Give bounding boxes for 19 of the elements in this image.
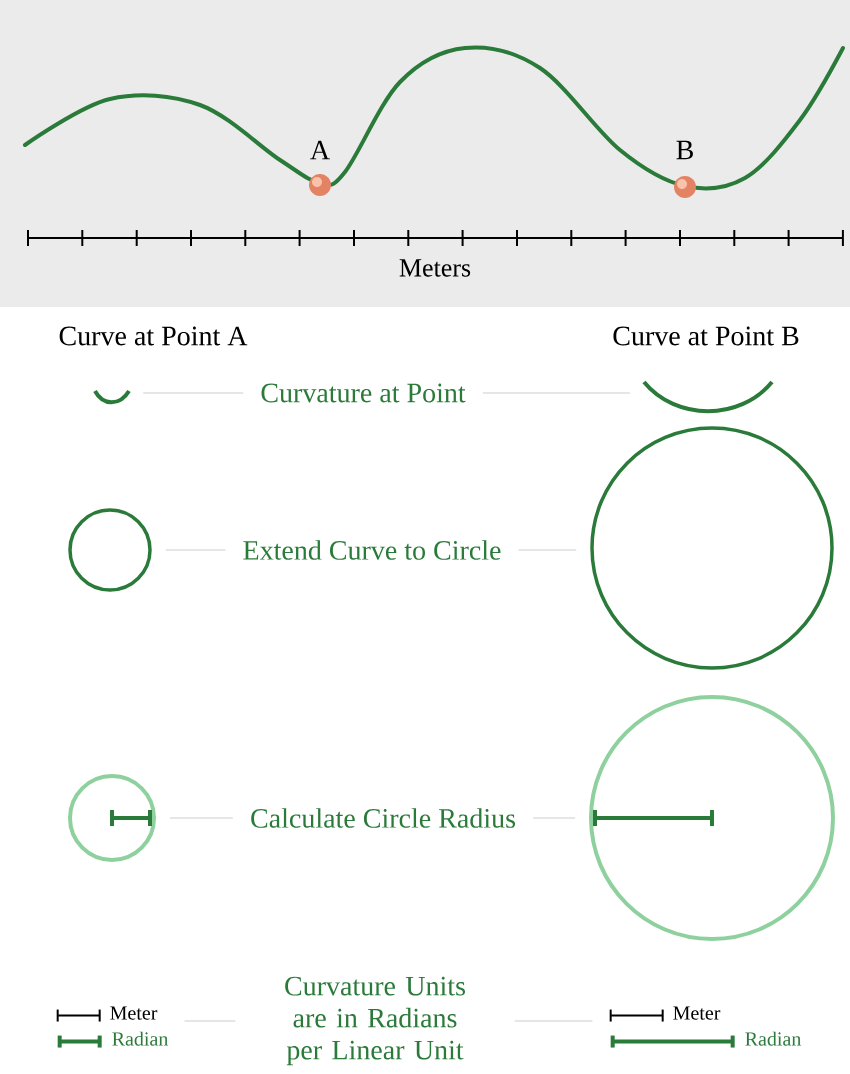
unit-label: Meter [673, 1006, 721, 1020]
unit-label: Meter [110, 1006, 158, 1020]
unit-label: Radian [745, 1031, 802, 1046]
point-label: B [676, 140, 693, 160]
step-label: Extend Curve to Circle [243, 540, 501, 560]
step-label: Calculate Circle Radius [251, 808, 515, 828]
unit-label: Radian [112, 1031, 169, 1046]
circle-with-radius-drawing [68, 774, 156, 862]
step-label: Curvature Units are in Radians per Linear Unit [285, 976, 465, 1066]
circle [68, 508, 152, 592]
axis-label: Meters [399, 259, 471, 277]
circle-with-radius-drawing [589, 695, 835, 941]
circle [590, 426, 834, 670]
point-label: A [310, 140, 330, 160]
column-heading: Curve at Point A [59, 326, 248, 346]
arc [93, 389, 131, 405]
step-label: Curvature at Point [261, 383, 466, 403]
column-heading: Curve at Point B [613, 326, 799, 346]
arc [642, 380, 774, 414]
